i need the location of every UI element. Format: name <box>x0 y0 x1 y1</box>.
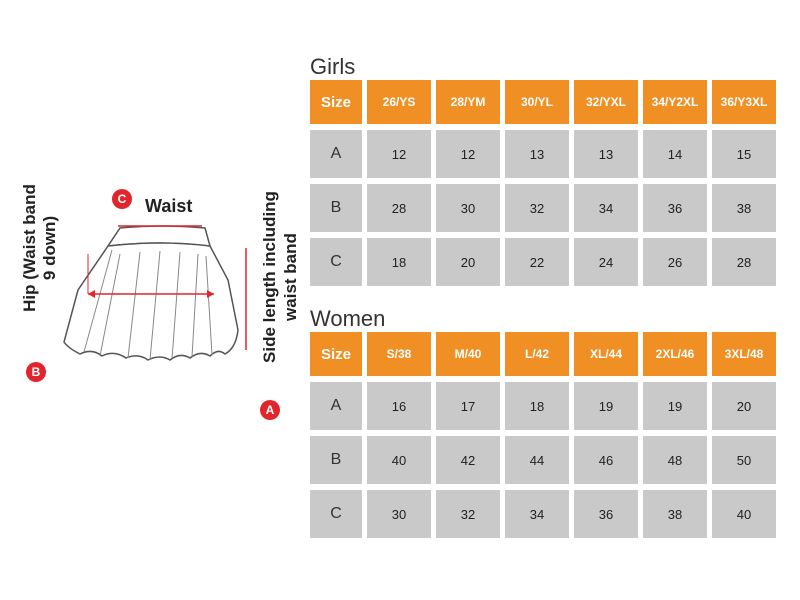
header-cell: Size <box>310 332 362 376</box>
table-cell: 34 <box>574 184 638 232</box>
skirt-diagram: C Waist Hip (Waist band 9 down) B Side l… <box>0 170 300 440</box>
hip-label-line1: Hip (Waist band <box>20 184 39 312</box>
header-cell: M/40 <box>436 332 500 376</box>
table-cell: 36 <box>643 184 707 232</box>
table-cell: 13 <box>574 130 638 178</box>
table-cell: 24 <box>574 238 638 286</box>
header-cell: 34/Y2XL <box>643 80 707 124</box>
table-cell: 19 <box>643 382 707 430</box>
row-label: A <box>310 382 362 430</box>
table-cell: 16 <box>367 382 431 430</box>
waist-badge: C <box>112 189 132 209</box>
women-size-table: Size S/38 M/40 L/42 XL/44 2XL/46 3XL/48 … <box>310 332 776 538</box>
row-label: B <box>310 184 362 232</box>
side-label-line1: Side length including <box>260 191 279 363</box>
row-label: C <box>310 238 362 286</box>
hip-arrow-left <box>88 290 95 298</box>
table-cell: 40 <box>367 436 431 484</box>
header-cell: 36/Y3XL <box>712 80 776 124</box>
header-cell: 26/YS <box>367 80 431 124</box>
header-cell: XL/44 <box>574 332 638 376</box>
table-cell: 13 <box>505 130 569 178</box>
table-cell: 22 <box>505 238 569 286</box>
header-cell: 2XL/46 <box>643 332 707 376</box>
women-title: Women <box>310 306 386 331</box>
table-cell: 50 <box>712 436 776 484</box>
table-cell: 38 <box>643 490 707 538</box>
header-cell: S/38 <box>367 332 431 376</box>
table-cell: 28 <box>367 184 431 232</box>
hip-label-line2: 9 down) <box>40 215 59 281</box>
table-cell: 15 <box>712 130 776 178</box>
table-cell: 30 <box>436 184 500 232</box>
skirt-pleats <box>83 249 213 361</box>
table-cell: 36 <box>574 490 638 538</box>
table-cell: 14 <box>643 130 707 178</box>
table-cell: 26 <box>643 238 707 286</box>
waist-label: Waist <box>145 196 193 216</box>
hip-label-block: Hip (Waist band 9 down) <box>20 158 60 338</box>
header-cell: Size <box>310 80 362 124</box>
table-cell: 20 <box>436 238 500 286</box>
skirt-illustration <box>63 225 247 361</box>
header-cell: 32/YXL <box>574 80 638 124</box>
table-cell: 44 <box>505 436 569 484</box>
table-cell: 12 <box>436 130 500 178</box>
table-cell: 40 <box>712 490 776 538</box>
table-cell: 19 <box>574 382 638 430</box>
girls-size-table: Size 26/YS 28/YM 30/YL 32/YXL 34/Y2XL 36… <box>310 80 776 286</box>
girls-title: Girls <box>310 54 356 79</box>
side-badge: A <box>260 400 280 420</box>
table-cell: 46 <box>574 436 638 484</box>
table-cell: 34 <box>505 490 569 538</box>
table-cell: 32 <box>436 490 500 538</box>
side-label-line2: waist band <box>281 233 300 321</box>
table-cell: 30 <box>367 490 431 538</box>
header-cell: 30/YL <box>505 80 569 124</box>
skirt-body <box>63 242 239 361</box>
table-cell: 18 <box>367 238 431 286</box>
hip-badge: B <box>26 362 46 382</box>
table-cell: 12 <box>367 130 431 178</box>
header-cell: L/42 <box>505 332 569 376</box>
row-label: A <box>310 130 362 178</box>
table-cell: 42 <box>436 436 500 484</box>
table-cell: 48 <box>643 436 707 484</box>
table-cell: 38 <box>712 184 776 232</box>
header-cell: 28/YM <box>436 80 500 124</box>
table-cell: 32 <box>505 184 569 232</box>
table-cell: 17 <box>436 382 500 430</box>
row-label: B <box>310 436 362 484</box>
table-cell: 18 <box>505 382 569 430</box>
side-label-block: Side length including waist band <box>260 172 304 382</box>
hip-arrow-right <box>207 290 214 298</box>
table-cell: 28 <box>712 238 776 286</box>
table-cell: 20 <box>712 382 776 430</box>
header-cell: 3XL/48 <box>712 332 776 376</box>
row-label: C <box>310 490 362 538</box>
